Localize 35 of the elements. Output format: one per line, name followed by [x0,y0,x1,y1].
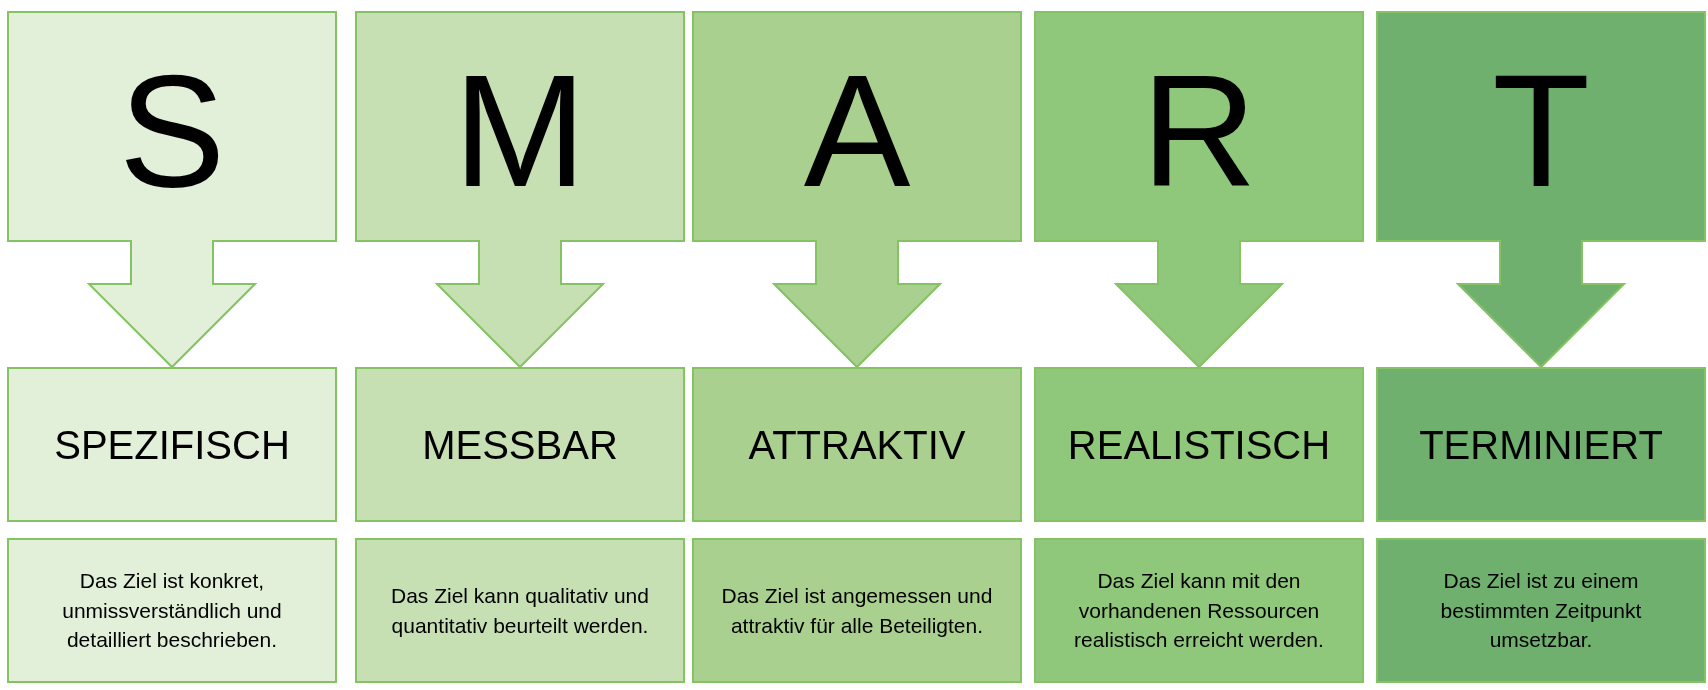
block-arrow [1113,239,1285,369]
term-label: MESSBAR [422,424,618,465]
description-box [7,538,337,683]
description-text: Das Ziel ist konkret, unmissverständlich und detailliert beschrieben. [61,568,283,654]
letter-label: R [1141,50,1257,211]
term-label: SPEZIFISCH [54,424,290,465]
block-arrow [86,239,258,369]
letter-label: S [118,50,226,211]
description-box [1376,538,1706,683]
letter-box [355,11,685,242]
letter-box [1376,11,1706,242]
block-arrow [771,239,943,369]
description-text: Das Ziel kann qualitativ und quantitativ beurteilt werden. [390,583,650,639]
block-arrow [1455,239,1627,369]
description-text: Das Ziel ist zu einem bestimmten Zeitpunkt umsetzbar. [1439,568,1643,654]
letter-label: A [803,50,911,211]
letter-box [1034,11,1364,242]
block-arrow [434,239,606,369]
description-box [355,538,685,683]
letter-label: T [1492,50,1590,211]
description-box [1034,538,1364,683]
term-box [355,367,685,522]
term-box [7,367,337,522]
description-text: Das Ziel kann mit den vorhandenen Ressourcen realistisch erreicht werden. [1073,568,1325,654]
term-box [692,367,1022,522]
description-text: Das Ziel ist angemessen und attraktiv für alle Beteiligten. [720,583,994,639]
term-label: REALISTISCH [1067,424,1331,465]
letter-label: M [453,50,587,211]
term-label: TERMINIERT [1419,424,1663,465]
term-box [1034,367,1364,522]
term-box [1376,367,1706,522]
letter-box [7,11,337,242]
description-box [692,538,1022,683]
term-label: ATTRAKTIV [748,424,966,465]
letter-box [692,11,1022,242]
